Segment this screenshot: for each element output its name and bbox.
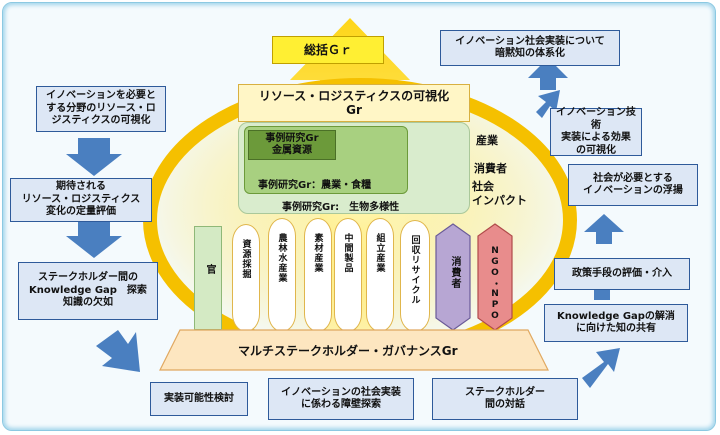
right-flow-box-1: Knowledge Gapの解消 に向けた知の共有 [544,304,688,342]
pillar-agriculture: 農林水産業 [268,218,296,332]
agri-case-label: 事例研究Gr：農業・食糧 [258,180,372,191]
pillar-recycling: 回収リサイクル [400,220,430,332]
ngo-pillar-label: NGO・NPO [490,246,500,322]
pillar-recycling-label: 回収リサイクル [409,235,420,305]
sokatsu-group-box: 総括Ｇｒ [272,36,384,64]
resource-logistics-box: リソース・ロジスティクスの可視化 Gr [238,84,470,122]
left-flow-arrows [66,138,140,372]
pillar-materials-label: 素材産業 [312,233,323,273]
left-flow-box-2: 期待される リソース・ロジスティクス 変化の定量評価 [10,178,152,222]
pillar-mining: 資源採掘 [232,224,260,332]
bottom-flow-box-2: イノベーションの社会実装 に係わる障壁探索 [268,378,414,420]
left-flow-box-3: ステークホルダー間の Knowledge Gap 探索 知識の欠如 [18,262,158,320]
social-impact-label: 社会 インパクト [472,180,527,207]
right-flow-box-3: 社会が必要とする イノベーションの浮揚 [568,164,698,206]
industry-label: 産業 [476,134,498,147]
pillar-assembly: 組立産業 [366,218,394,332]
pillar-intermediate-label: 中間製品 [342,233,353,273]
gov-pillar [194,226,222,330]
metal-case-box: 事例研究Gr 金属資源 [248,130,336,160]
left-flow-box-1: イノベーションを必要と する分野のリソース・ロ ジスティクスの可視化 [36,86,166,132]
bio-case-label: 事例研究Gr: 生物多様性 [282,202,400,213]
gov-pillar-label: 官 [204,264,215,275]
right-flow-box-5: イノベーション社会実装について 暗黙知の体系化 [440,30,620,66]
consumer-label: 消費者 [474,162,507,175]
pillar-intermediate: 中間製品 [334,218,362,332]
pillar-mining-label: 資源採掘 [240,239,251,279]
governance-label: マルチステークホルダー・ガバナンスGr [238,344,458,358]
consumer-pillar-label: 消費者 [449,256,460,289]
right-flow-box-2: 政策手段の評価・介入 [554,258,690,290]
pillar-assembly-label: 組立産業 [374,233,385,273]
pillar-materials: 素材産業 [304,218,332,332]
bottom-flow-box-1: 実装可能性検討 [150,382,248,416]
bottom-flow-box-3: ステークホルダー 間の対話 [432,378,578,420]
right-flow-box-4: イノベーション技術 実装による効果 の可視化 [550,107,642,156]
governance-base-shape [159,329,549,371]
pillar-agriculture-label: 農林水産業 [276,233,287,283]
